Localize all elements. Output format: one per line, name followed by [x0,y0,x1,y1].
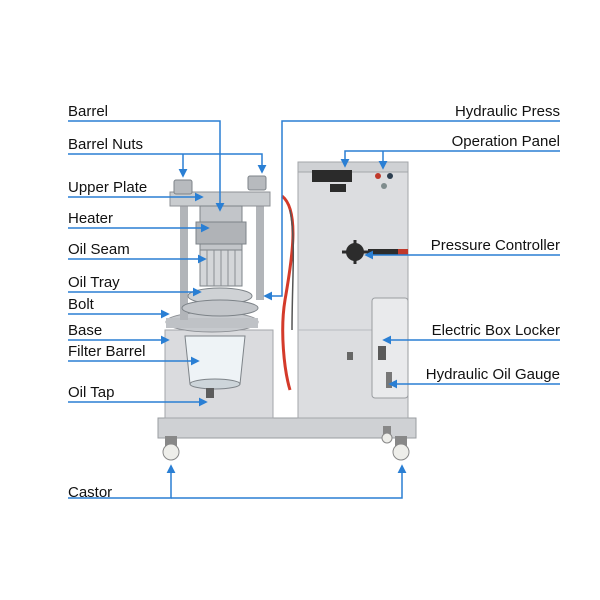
castor-back [381,426,393,444]
barrel-nut-right [247,175,267,191]
label-base: Base [68,322,103,339]
label-oil-tap: Oil Tap [68,384,115,401]
filter-barrel [184,335,246,385]
castor-left [162,436,180,461]
label-barrel: Barrel [68,103,109,120]
base-frame [157,417,417,439]
oil-seam [199,249,243,287]
column-right [256,200,264,300]
barrel-nut-left [173,179,193,195]
label-filter-barrel: Filter Barrel [68,343,146,360]
operation-panel-display [312,170,352,182]
electric-box-door [371,297,409,399]
label-electric-box-locker: Electric Box Locker [431,322,560,339]
label-castor: Castor [68,484,113,501]
label-bolt: Bolt [68,296,94,313]
oil-tap [206,388,214,398]
label-oil-tray: Oil Tray [68,274,120,291]
column-left [180,200,188,320]
label-hydraulic-press: Hydraulic Press [454,103,560,120]
label-pressure-controller: Pressure Controller [430,237,560,254]
label-oil-seam: Oil Seam [68,241,130,258]
label-hydraulic-oil-gauge: Hydraulic Oil Gauge [425,366,560,383]
operation-panel-display-2 [330,184,346,192]
castor-right [392,436,410,461]
heater [195,221,247,245]
label-upper-plate: Upper Plate [68,179,148,196]
hydraulic-hose [280,194,295,391]
label-heater: Heater [68,210,114,227]
label-operation-panel: Operation Panel [451,133,560,150]
label-barrel-nuts: Barrel Nuts [68,136,144,153]
